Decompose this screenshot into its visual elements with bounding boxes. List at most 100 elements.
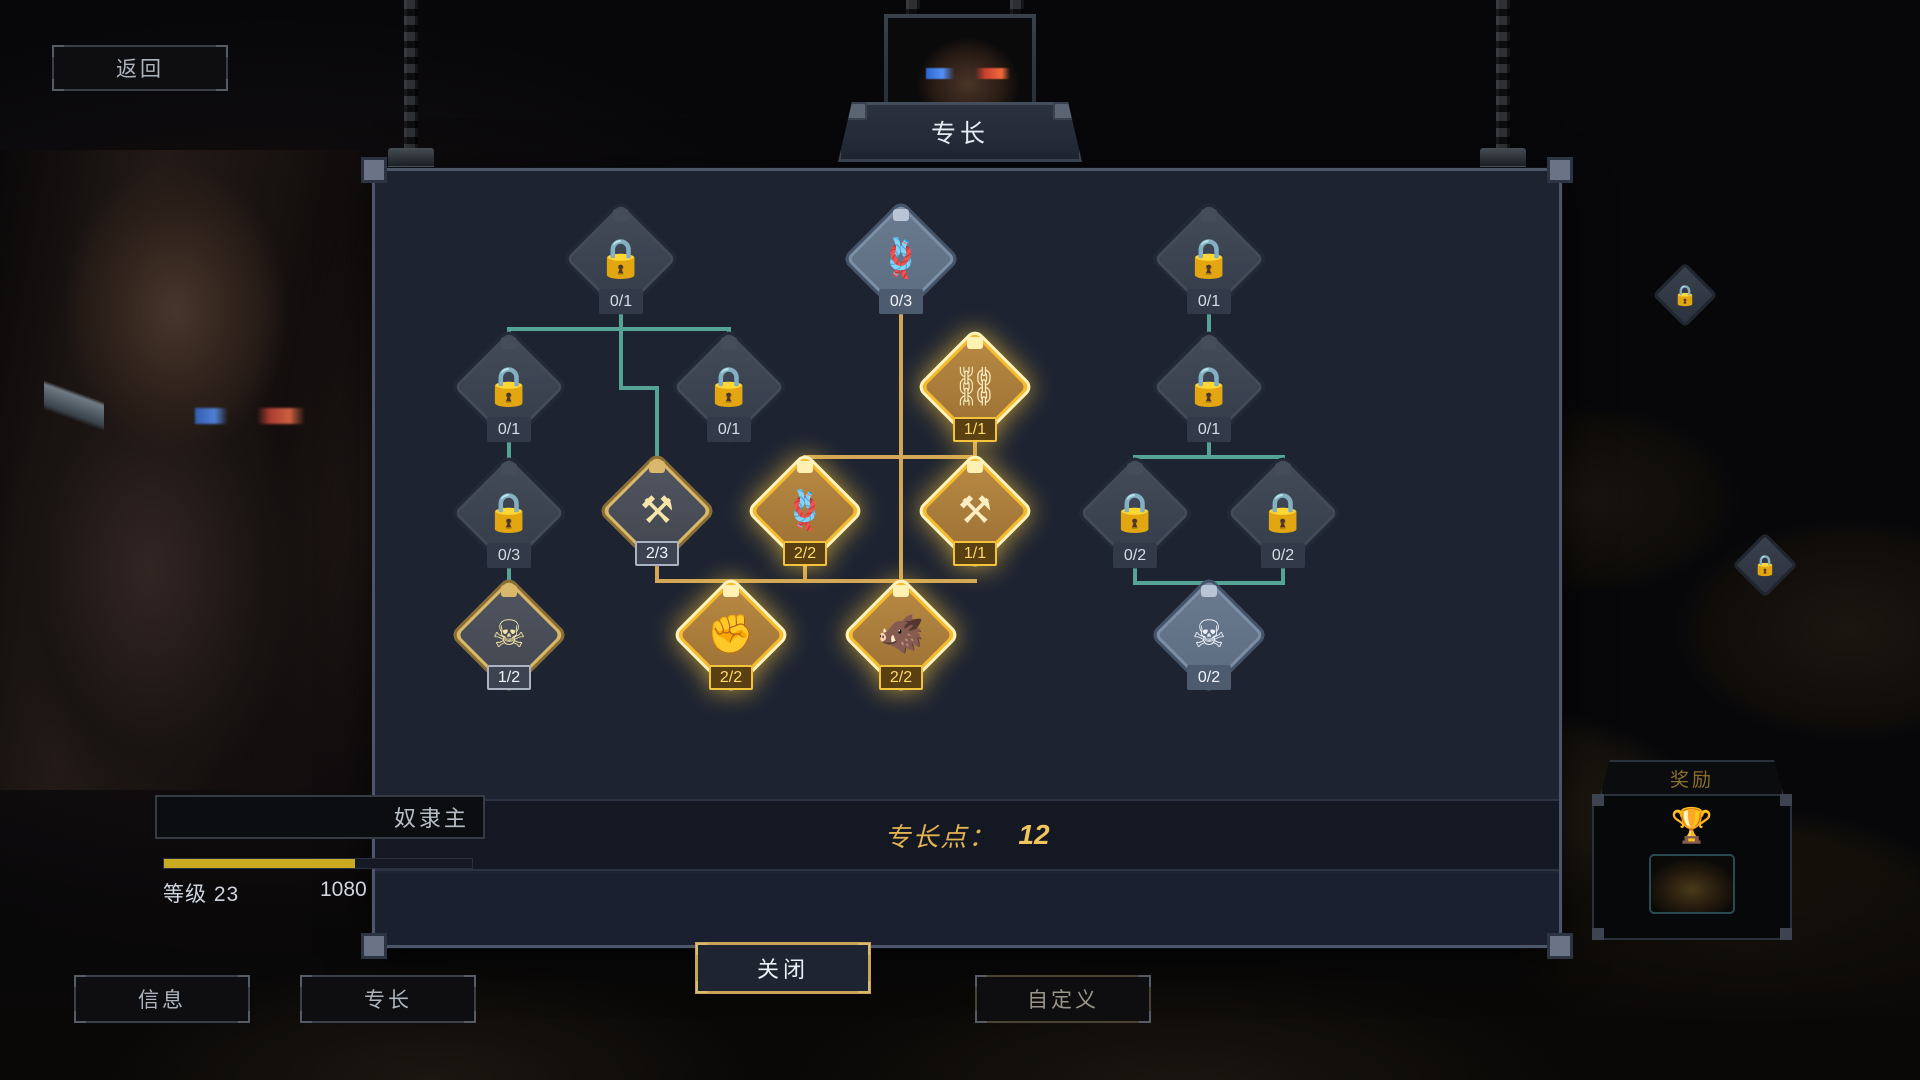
lock-icon: 🔒 xyxy=(1111,492,1159,534)
panel-footer xyxy=(375,873,1559,945)
talent-points-bar: 专长点： 12 xyxy=(375,799,1559,871)
character-name: 奴隶主 xyxy=(393,806,469,831)
talent-link xyxy=(619,311,623,388)
whip-flame-icon: 🪢 xyxy=(781,490,829,532)
talent-link xyxy=(1207,455,1285,459)
talent-node[interactable]: 🔒0/1 xyxy=(669,327,789,447)
tab-info[interactable]: 信息 xyxy=(74,975,250,1023)
skull-icon: ☠ xyxy=(1191,614,1227,656)
talent-node[interactable]: 🪢 0/3 xyxy=(841,199,961,319)
talent-link xyxy=(1207,581,1285,585)
talent-node[interactable]: 🔒0/1 xyxy=(1149,199,1269,319)
talent-node[interactable]: 🔒 0/1 xyxy=(449,327,569,447)
lock-icon: 🔒 xyxy=(485,492,533,534)
lock-icon: 🔒 xyxy=(705,366,753,408)
bracket-tl xyxy=(74,975,86,987)
talent-node[interactable]: ☠0/2 xyxy=(1149,575,1269,695)
panel-corner-tr xyxy=(1547,157,1573,183)
talent-node[interactable]: 🔒0/2 xyxy=(1223,453,1343,573)
character-eyes xyxy=(195,408,305,424)
reward-header: 奖励 xyxy=(1600,760,1784,796)
talent-node-rank: 2/3 xyxy=(635,541,679,566)
talent-node[interactable]: ✊2/2 xyxy=(671,575,791,695)
talent-node[interactable]: 🔒0/3 xyxy=(449,453,569,573)
talent-node-pin xyxy=(1127,463,1143,475)
talent-node[interactable]: 🔒0/1 xyxy=(1149,327,1269,447)
skull-grip-icon: ☠ xyxy=(491,614,527,656)
tab-talent[interactable]: 专长 xyxy=(300,975,476,1023)
talent-node[interactable]: ⚒ 1/1 xyxy=(915,451,1035,571)
tab-customize[interactable]: 自定义 xyxy=(975,975,1151,1023)
decorative-chain-left xyxy=(404,0,418,150)
talent-node-pin xyxy=(501,585,517,597)
talent-node-rank: 0/1 xyxy=(599,289,643,314)
talent-link xyxy=(973,439,977,465)
chain-foot-left xyxy=(388,148,434,168)
talent-node[interactable]: ☠ 1/2 xyxy=(449,575,569,695)
talent-node-rank: 0/2 xyxy=(1261,543,1305,568)
map-lock-marker[interactable]: 🔒 xyxy=(1732,532,1798,598)
reward-panel[interactable]: 奖励 🏆 xyxy=(1592,760,1792,940)
talent-node[interactable]: 🔒 0/2 xyxy=(1075,453,1195,573)
beast-portrait-icon[interactable] xyxy=(1649,854,1735,914)
talent-node[interactable]: ⚒ 2/3 xyxy=(597,451,717,571)
chain-coil-icon: ⛓ xyxy=(950,366,1000,408)
bracket-br xyxy=(1139,1011,1151,1023)
reward-corner-tr xyxy=(1780,794,1792,806)
talent-points-label: 专长点： xyxy=(884,821,997,852)
talent-link xyxy=(507,439,511,467)
bracket-bl xyxy=(696,981,708,993)
back-button-label: 返回 xyxy=(116,58,164,81)
bracket-br xyxy=(238,1011,250,1023)
talent-link xyxy=(655,388,659,465)
lock-icon: 🔒 xyxy=(485,366,533,408)
talent-node-rank: 0/3 xyxy=(879,289,923,314)
beast-face-icon: 🐗 xyxy=(877,614,925,656)
fist-icon: ✊ xyxy=(707,614,755,656)
talent-node-rank: 0/1 xyxy=(1187,289,1231,314)
talent-points-value: 12 xyxy=(1018,819,1050,850)
talent-node[interactable]: 🔒 0/1 xyxy=(561,199,681,319)
hammer-skull-icon: ⚒ xyxy=(957,490,993,532)
close-button[interactable]: 关闭 xyxy=(695,942,871,994)
talent-link xyxy=(507,327,623,331)
bracket-tr xyxy=(464,975,476,987)
character-level: 等级 23 xyxy=(163,883,240,906)
talent-node[interactable]: 🪢 2/2 xyxy=(745,451,865,571)
title-plate: 专长 xyxy=(838,102,1082,162)
character-name-plate: 奴隶主 xyxy=(155,795,485,839)
talent-node-rank: 2/2 xyxy=(783,541,827,566)
talent-node-rank: 0/1 xyxy=(487,417,531,442)
reward-title: 奖励 xyxy=(1669,769,1714,791)
talent-link xyxy=(655,579,733,583)
talent-node-rank: 2/2 xyxy=(879,665,923,690)
talent-link xyxy=(619,327,731,331)
dual-axe-icon: ⚒ xyxy=(639,490,675,532)
whip-icon: 🪢 xyxy=(877,238,925,280)
talent-link xyxy=(1207,311,1211,341)
talent-node-pin xyxy=(1201,337,1217,349)
bracket-tl xyxy=(300,975,312,987)
lock-icon: 🔒 xyxy=(1752,554,1778,577)
talent-link xyxy=(899,311,903,589)
map-lock-marker[interactable]: 🔒 xyxy=(1652,262,1718,328)
talent-node-rank: 1/2 xyxy=(487,665,531,690)
talent-node-rank: 1/1 xyxy=(953,541,997,566)
character-artwork xyxy=(0,150,360,790)
bracket-tr xyxy=(238,975,250,987)
lock-icon: 🔒 xyxy=(597,238,645,280)
bracket-br xyxy=(858,981,870,993)
talent-node[interactable]: 🐗 2/2 xyxy=(841,575,961,695)
reward-corner-bl xyxy=(1592,928,1604,940)
tab-customize-label: 自定义 xyxy=(1027,989,1099,1012)
character-portrait-icon xyxy=(892,22,1028,114)
talent-node[interactable]: ⛓1/1 xyxy=(915,327,1035,447)
reward-body: 🏆 xyxy=(1592,794,1792,940)
talent-node-rank: 0/2 xyxy=(1113,543,1157,568)
bracket-bl xyxy=(975,1011,987,1023)
panel-corner-tl xyxy=(361,157,387,183)
talent-node-pin xyxy=(967,337,983,349)
talent-node-pin xyxy=(967,461,983,473)
lock-icon: 🔒 xyxy=(1672,284,1698,307)
back-button[interactable]: 返回 xyxy=(52,45,228,91)
